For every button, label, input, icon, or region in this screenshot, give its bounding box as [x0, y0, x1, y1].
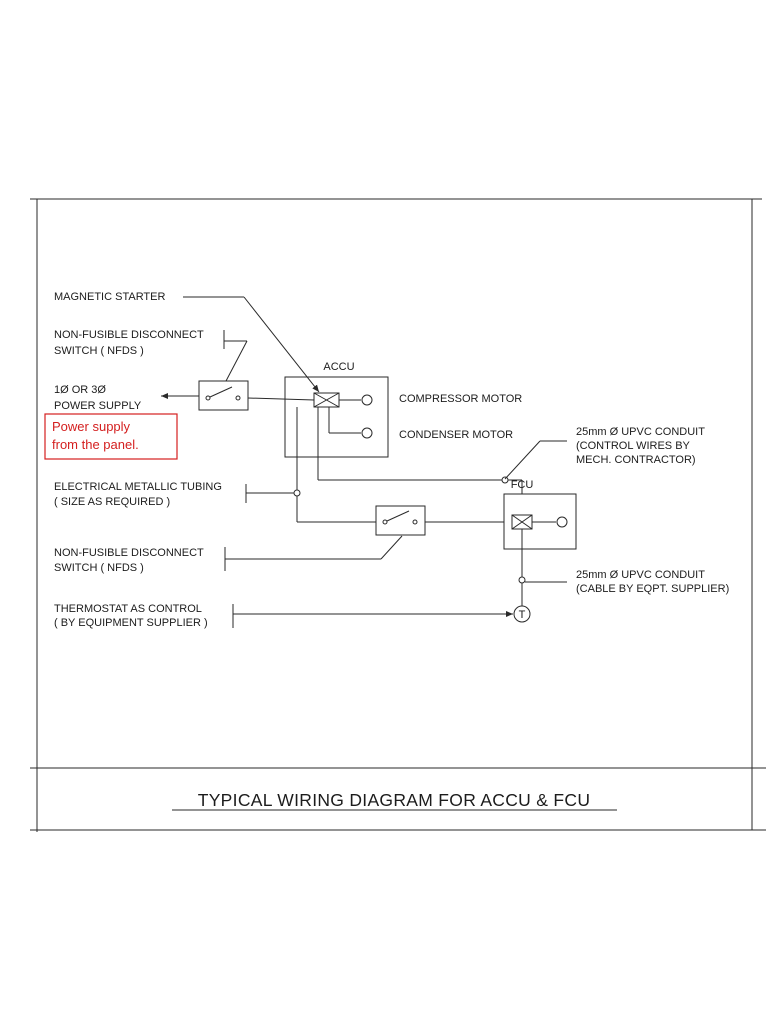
power-supply-label: POWER SUPPLY [54, 400, 142, 412]
thermostat-label-line2: ( BY EQUIPMENT SUPPLIER ) [54, 617, 208, 629]
thermostat-label-line1: THERMOSTAT AS CONTROL [54, 603, 202, 615]
fcu-label: FCU [511, 479, 534, 491]
thermostat-symbol [513, 605, 531, 623]
magnetic-starter-leader [243, 296, 320, 393]
nfds-bottom-symbol [375, 505, 426, 536]
nfds-bottom-label-line2: SWITCH ( NFDS ) [54, 562, 144, 574]
diagram-title: TYPICAL WIRING DIAGRAM FOR ACCU & FCU [198, 790, 591, 810]
annotation-line2: from the panel. [52, 437, 139, 452]
compressor-motor-label: COMPRESSOR MOTOR [399, 393, 522, 405]
emt-label-line2: ( SIZE AS REQUIRED ) [54, 496, 170, 508]
power-supply-phase-label: 1Ø OR 3Ø [54, 384, 106, 396]
accu-magnetic-starter-symbol [313, 392, 340, 408]
thermostat-symbol-letter: T [519, 609, 526, 621]
conduit-top-label-line2: (CONTROL WIRES BY [576, 440, 691, 452]
nfds-top-symbol [198, 380, 249, 411]
condenser-motor-label: CONDENSER MOTOR [399, 429, 513, 441]
conduit-bottom-marker [518, 576, 526, 584]
magnetic-starter-label: MAGNETIC STARTER [54, 291, 165, 303]
conduit-top-label-line3: MECH. CONTRACTOR) [576, 454, 696, 466]
nfds-top-label-line1: NON-FUSIBLE DISCONNECT [54, 329, 204, 341]
conduit-bottom-label-line1: 25mm Ø UPVC CONDUIT [576, 569, 705, 581]
emt-label-line1: ELECTRICAL METALLIC TUBING [54, 481, 222, 493]
nfds-top-label-line2: SWITCH ( NFDS ) [54, 345, 144, 357]
compressor-motor-symbol [361, 394, 373, 406]
accu-box [284, 376, 389, 458]
accu-label: ACCU [323, 361, 354, 373]
conduit-top-label-line1: 25mm Ø UPVC CONDUIT [576, 426, 705, 438]
drawing-frame [30, 198, 766, 832]
annotation-line1: Power supply [52, 419, 131, 434]
fcu-starter-symbol [511, 514, 533, 530]
conduit-top-marker [501, 476, 509, 484]
fcu-motor-symbol [556, 516, 568, 528]
condenser-motor-symbol [361, 427, 373, 439]
power-supply-annotation-box [44, 413, 178, 460]
emt-conduit-marker [293, 489, 301, 497]
conduit-bottom-label-line2: (CABLE BY EQPT. SUPPLIER) [576, 583, 729, 595]
nfds-bottom-label-line1: NON-FUSIBLE DISCONNECT [54, 547, 204, 559]
